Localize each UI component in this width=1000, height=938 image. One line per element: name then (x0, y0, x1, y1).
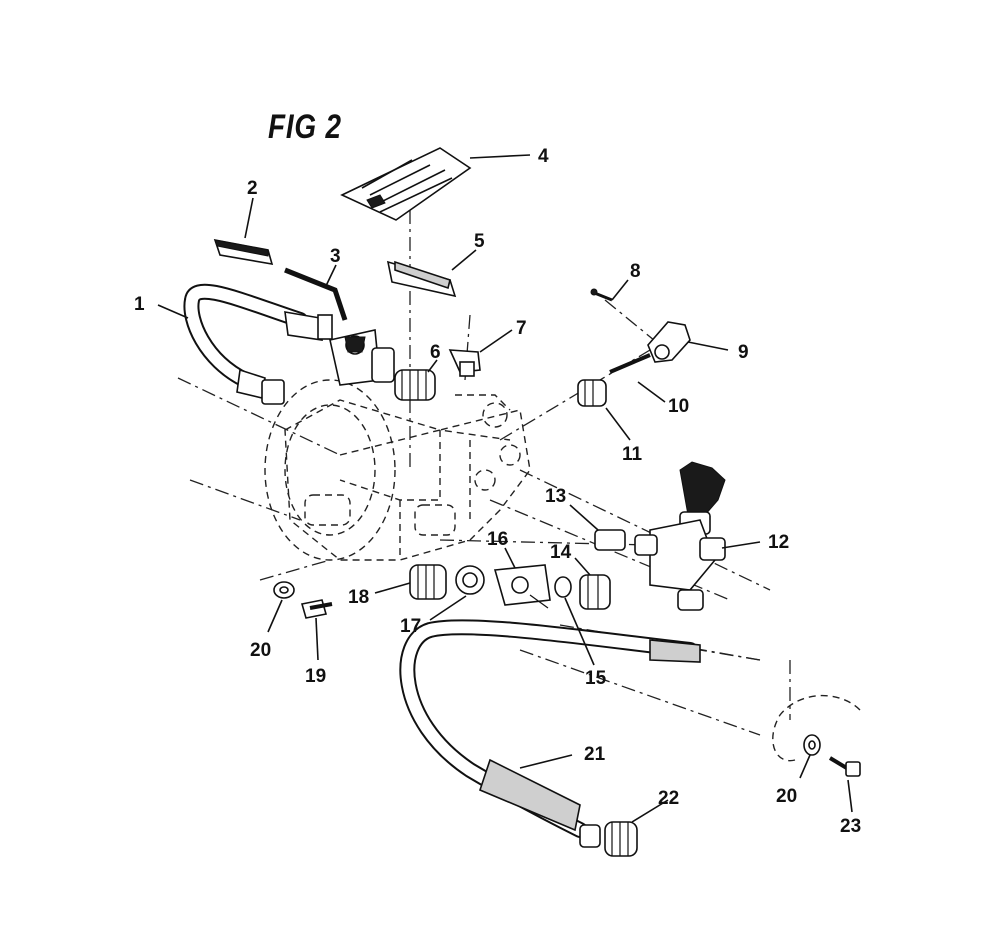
callout-22: 22 (658, 788, 679, 809)
pin (590, 288, 613, 302)
callout-4: 4 (538, 146, 549, 167)
callout-23: 23 (840, 816, 861, 837)
figure-title: FIG 2 (268, 108, 342, 146)
callout-7: 7 (516, 318, 527, 339)
callout-19: 19 (305, 666, 326, 687)
unloader-handle (647, 321, 691, 363)
valve-shaft (609, 353, 651, 374)
inlet-hose (183, 283, 333, 405)
callout-15: 15 (585, 668, 607, 689)
quick-coupler (579, 821, 638, 857)
manifold-adapter (493, 564, 551, 609)
callout-17: 17 (400, 616, 421, 637)
spring (394, 369, 436, 401)
callout-3: 3 (330, 246, 341, 267)
leader-lines (157, 154, 853, 823)
coupler (579, 574, 611, 610)
callout-21: 21 (584, 744, 606, 765)
callout-20a: 20 (250, 640, 271, 661)
washer-20b (803, 734, 821, 756)
callout-8: 8 (630, 261, 641, 282)
unloader-valve (649, 461, 726, 611)
callout-16: 16 (487, 529, 508, 550)
callout-14: 14 (550, 542, 572, 563)
pump-body (264, 379, 531, 561)
hex-nut (594, 529, 658, 556)
inlet-fitting (284, 267, 395, 386)
callout-5: 5 (474, 231, 485, 252)
callout-numbers: 1 2 3 4 5 6 7 8 9 10 11 12 13 14 15 16 1… (134, 146, 861, 837)
callout-10: 10 (668, 396, 689, 417)
callout-6: 6 (430, 342, 441, 363)
decal-label (340, 147, 472, 221)
high-pressure-hose (399, 619, 701, 838)
callout-18: 18 (348, 587, 369, 608)
bolt-23 (828, 756, 861, 777)
support-bracket (386, 260, 457, 298)
o-ring (554, 576, 572, 598)
callout-2: 2 (247, 178, 258, 199)
seal-ring (455, 565, 485, 595)
bolt-19 (300, 599, 333, 619)
callout-13: 13 (545, 486, 566, 507)
washer-20a (273, 581, 295, 599)
elbow-fitting (448, 349, 481, 377)
hose-clamp (213, 238, 274, 266)
threaded-cap (409, 564, 447, 600)
callout-12: 12 (768, 532, 789, 553)
callout-9: 9 (738, 342, 749, 363)
callout-11: 11 (622, 444, 643, 465)
outlet-fitting (577, 379, 607, 407)
callout-20b: 20 (776, 786, 797, 807)
callout-1: 1 (134, 294, 145, 315)
